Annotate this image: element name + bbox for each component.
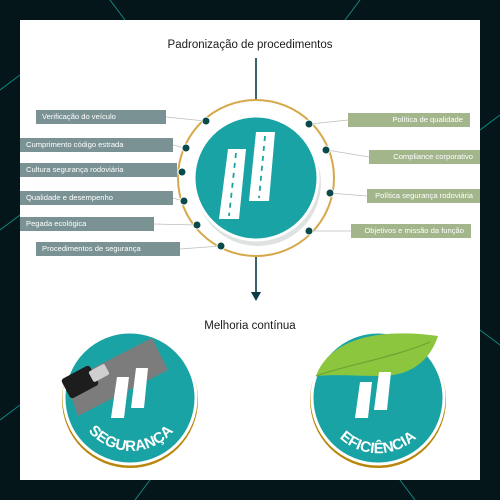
safety-badge: SEGURANÇA bbox=[61, 330, 198, 468]
right-item-label: Política segurança rodoviária bbox=[367, 189, 480, 203]
left-item-label: Cultura segurança rodoviária bbox=[20, 163, 177, 177]
right-item-label: Política de qualidade bbox=[348, 113, 470, 127]
left-item-label: Pegada ecológica bbox=[20, 217, 154, 231]
right-item-label: Objetivos e missão da função bbox=[351, 224, 471, 238]
ring-dot bbox=[325, 188, 335, 198]
ring-dot bbox=[181, 143, 191, 153]
ring-dot bbox=[179, 196, 189, 206]
ring-dot bbox=[216, 241, 226, 251]
ring-dot bbox=[192, 220, 202, 230]
left-item-label: Qualidade e desempenho bbox=[20, 191, 173, 205]
safety-road-logo-icon bbox=[111, 368, 148, 418]
diagram-title: Padronização de procedimentos bbox=[167, 39, 333, 51]
right-item-label: Compliance corporativo bbox=[369, 150, 480, 164]
ring-dot bbox=[321, 145, 331, 155]
left-item-label: Verificação do veículo bbox=[36, 110, 166, 124]
efficiency-road-logo-icon bbox=[355, 372, 391, 418]
efficiency-badge: EFICIÊNCIA bbox=[310, 330, 446, 468]
continuous-improvement-title: Melhoria contínua bbox=[204, 320, 296, 332]
hub-outer-ring bbox=[177, 99, 335, 257]
left-item-label: Cumprimento código estrada bbox=[20, 138, 173, 152]
ring-dot bbox=[304, 226, 314, 236]
ring-dot bbox=[177, 167, 187, 177]
left-item-label: Procedimentos de segurança bbox=[36, 242, 180, 256]
diagram-graphic: SEGURANÇA EFICIÊNCIA bbox=[61, 58, 446, 468]
leaf-icon bbox=[316, 333, 438, 376]
diagram-panel: SEGURANÇA EFICIÊNCIA Padronização de pro… bbox=[20, 20, 480, 480]
road-logo-icon bbox=[219, 132, 275, 219]
seatbelt-buckle-icon bbox=[61, 365, 99, 399]
ring-dot bbox=[201, 116, 211, 126]
down-arrow-icon bbox=[251, 292, 261, 301]
ring-dot bbox=[304, 119, 314, 129]
